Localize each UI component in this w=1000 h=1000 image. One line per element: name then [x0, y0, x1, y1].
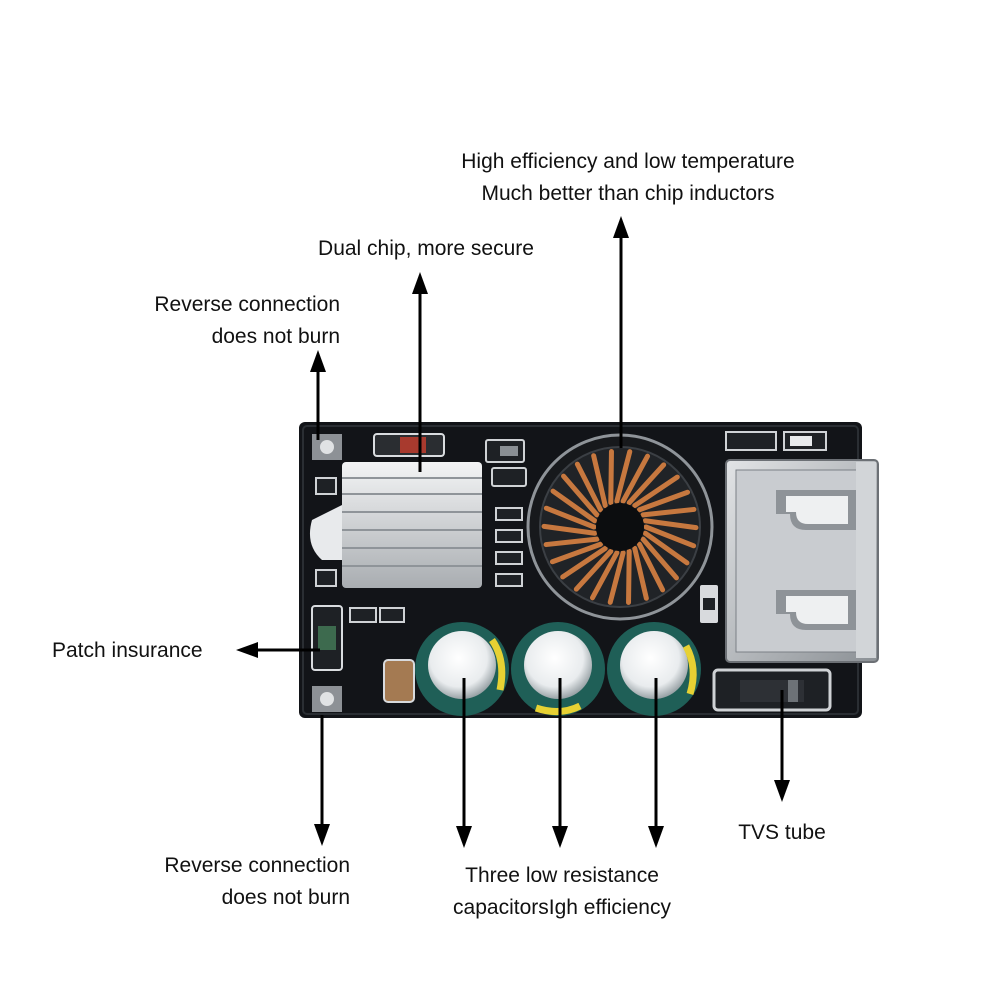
copper-winding	[550, 488, 598, 524]
patch-insurance-label: Patch insurance	[52, 635, 203, 667]
tvs-tube-label-text: TVS tube	[738, 821, 826, 844]
copper-winding	[574, 461, 604, 513]
capacitor-3	[607, 622, 701, 716]
capacitors-line2: capacitorsIgh efficiency	[453, 896, 671, 919]
dual-chip-label-text: Dual chip, more secure	[318, 237, 534, 260]
reverse-top-line2: does not burn	[211, 325, 340, 348]
copper-winding	[636, 489, 691, 513]
copper-winding	[589, 550, 620, 601]
toroid-inductor	[526, 433, 714, 621]
copper-winding	[573, 548, 614, 592]
usb-port	[725, 459, 879, 663]
reverse-connection-bottom-label: Reverse connection does not burn	[100, 850, 350, 914]
tvs-tube-label: TVS tube	[712, 817, 852, 849]
inductor-label-line1: High efficiency and low temperature	[461, 150, 795, 173]
copper-winding	[541, 523, 598, 536]
dual-chip-label: Dual chip, more secure	[286, 233, 566, 265]
copper-winding	[640, 506, 697, 518]
reverse-bottom-line2: does not burn	[221, 886, 350, 909]
copper-winding	[632, 545, 649, 601]
capacitor-1	[415, 622, 509, 716]
copper-winding	[543, 536, 600, 548]
copper-winding	[626, 462, 667, 506]
copper-winding	[640, 536, 679, 581]
copper-winding	[614, 449, 633, 504]
inductor-label: High efficiency and low temperature Much…	[418, 146, 838, 210]
copper-winding	[626, 548, 632, 606]
copper-winding	[608, 448, 614, 506]
copper-winding	[549, 541, 604, 565]
copper-winding	[642, 530, 690, 566]
copper-winding	[636, 541, 666, 593]
capacitors-line1: Three low resistance	[465, 864, 659, 887]
copper-winding	[643, 524, 697, 549]
inductor-label-line2: Much better than chip inductors	[481, 182, 775, 205]
capacitors-label: Three low resistance capacitorsIgh effic…	[412, 860, 712, 924]
patch-insurance-label-text: Patch insurance	[52, 639, 203, 662]
copper-winding	[591, 453, 608, 509]
reverse-bottom-line1: Reverse connection	[164, 854, 350, 877]
copper-winding	[561, 473, 600, 518]
copper-winding	[642, 518, 699, 531]
copper-winding	[543, 505, 597, 530]
reverse-top-line1: Reverse connection	[154, 293, 340, 316]
copper-winding	[560, 545, 608, 580]
copper-winding	[632, 474, 680, 509]
copper-winding	[620, 453, 651, 504]
copper-winding	[607, 550, 626, 605]
reverse-connection-top-label: Reverse connection does not burn	[100, 289, 340, 353]
heatsink	[309, 462, 482, 588]
